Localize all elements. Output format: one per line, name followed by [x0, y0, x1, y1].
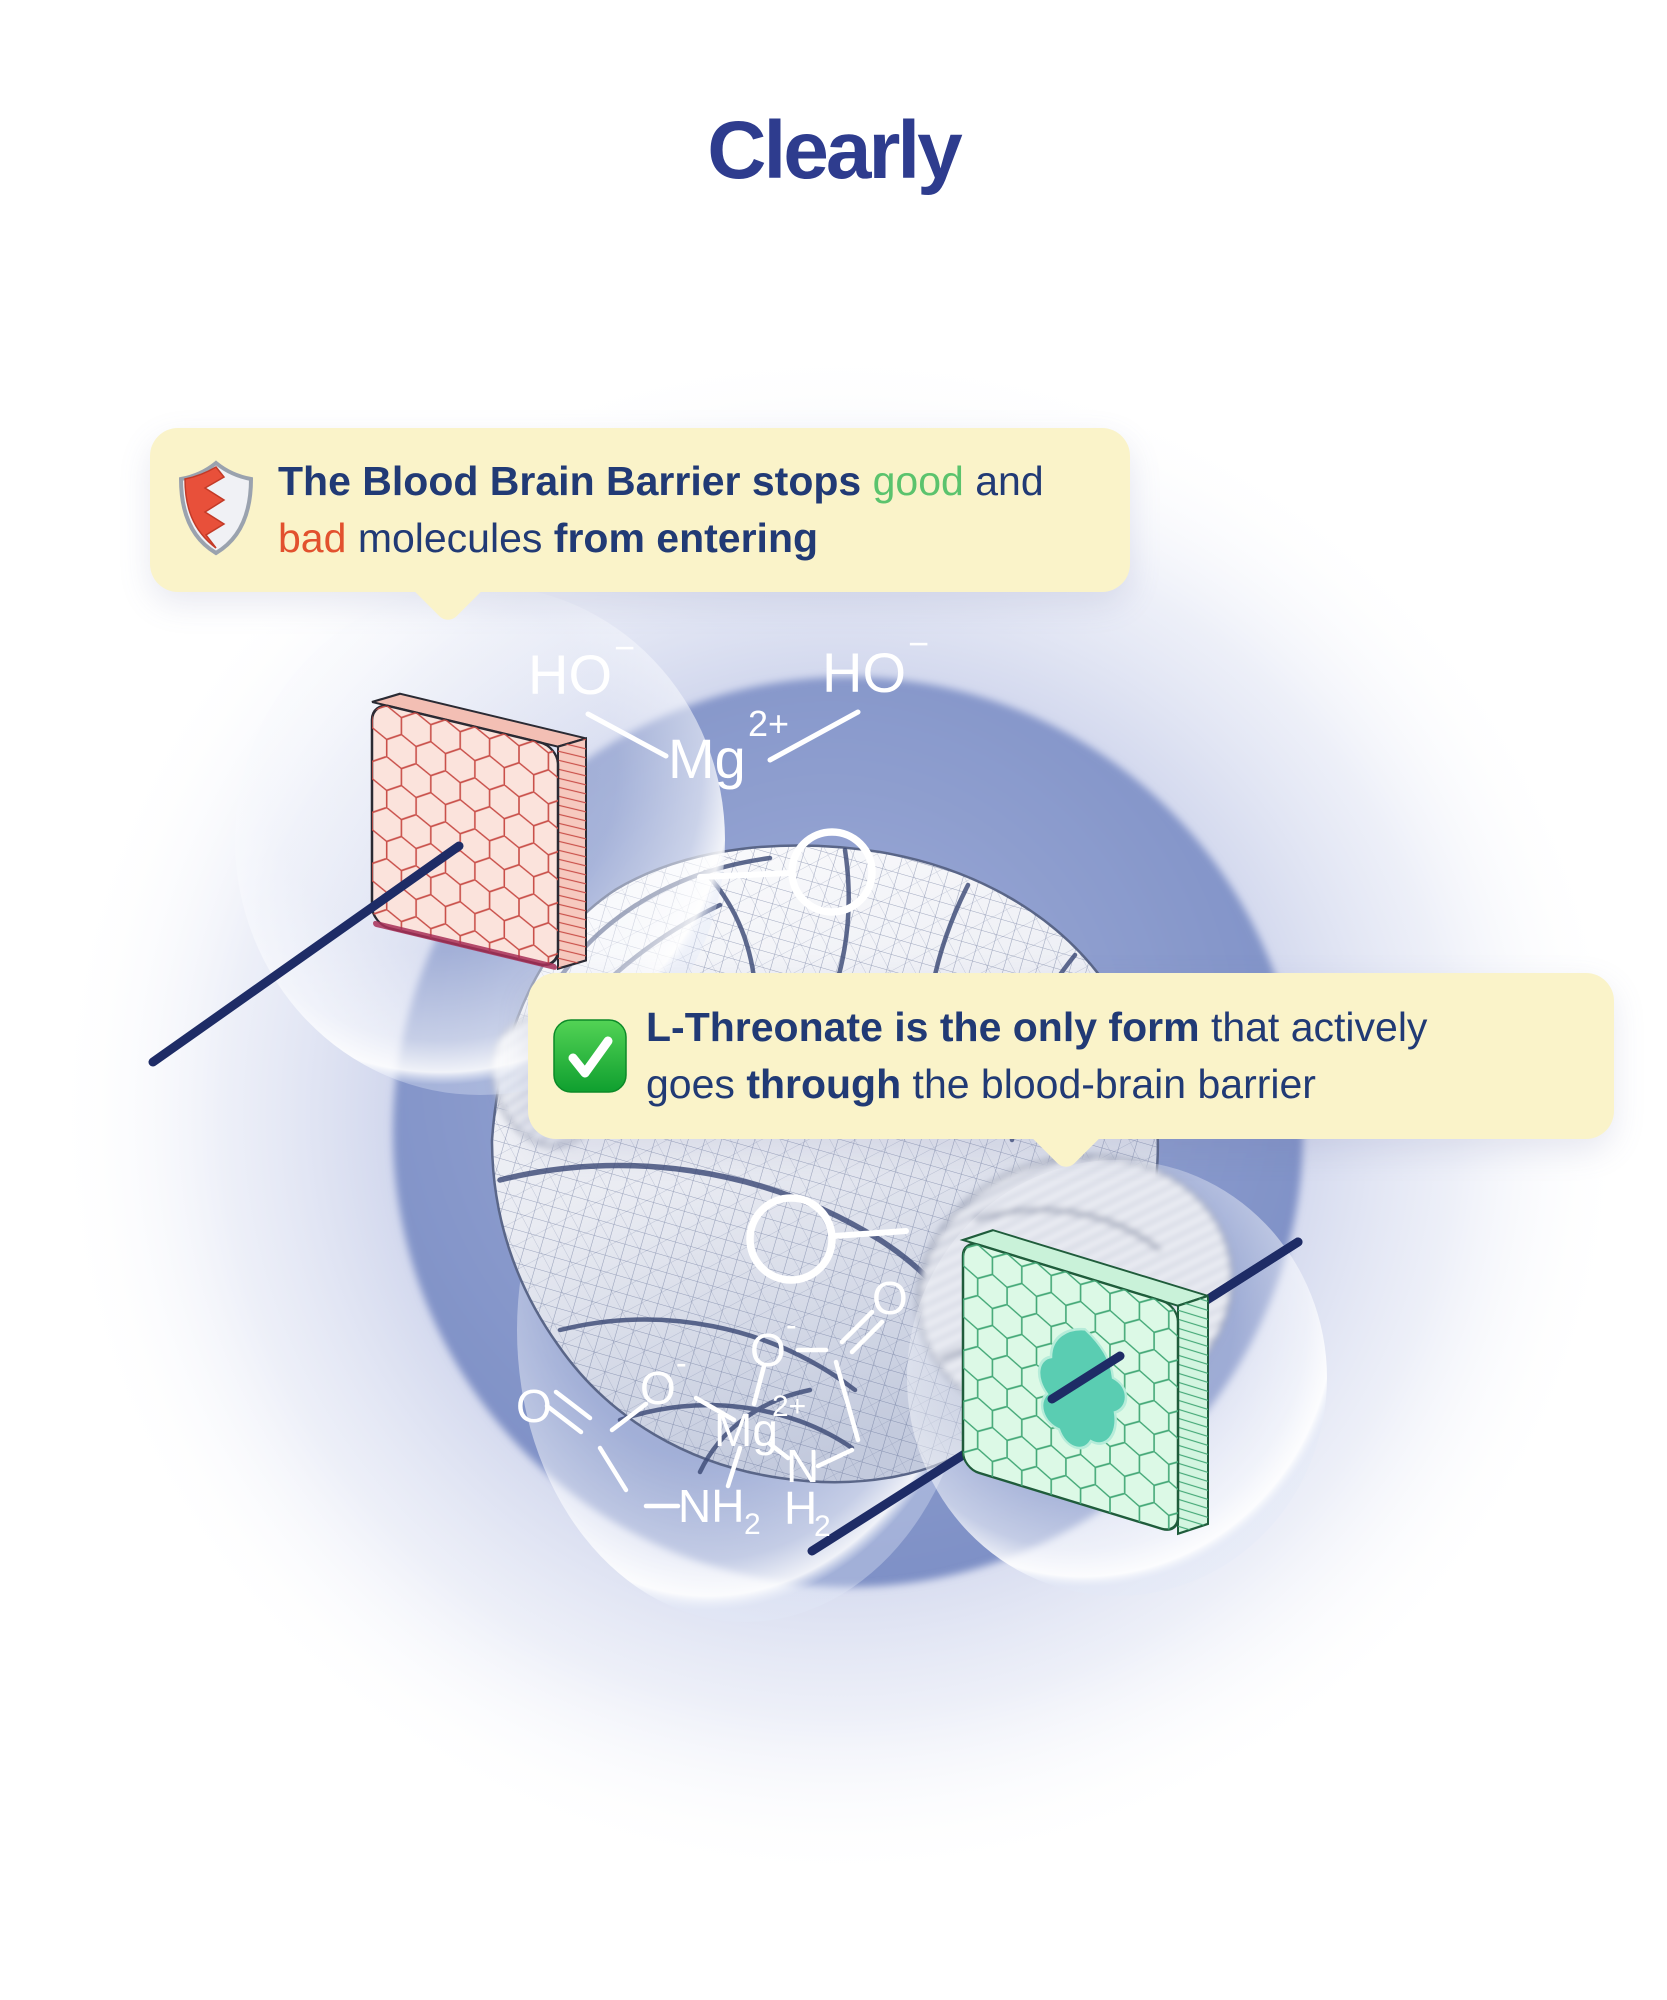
callout-barrier-text: The Blood Brain Barrier stops good and ba…: [278, 453, 1118, 567]
through-molecule-line-top: [1208, 1237, 1303, 1301]
magnesium-charge: 2+: [748, 703, 789, 744]
sub-2b: 2: [814, 1510, 831, 1543]
callout-threonate-text: L-Threonate is the only form that active…: [646, 999, 1586, 1113]
atom-H2: H: [784, 1482, 817, 1534]
magnifier-markers: [697, 828, 909, 1284]
atom-N: N: [786, 1440, 819, 1492]
callout-barrier: The Blood Brain Barrier stops good and ba…: [150, 428, 1130, 625]
brand-logo: Clearly: [707, 105, 963, 196]
magnesium-label: Mg: [668, 727, 746, 790]
charge-minus-1: -: [676, 1345, 687, 1381]
text-segment: and: [963, 458, 1044, 504]
text-segment: bad: [278, 515, 347, 561]
charge-minus-2: -: [786, 1307, 797, 1343]
ion-bond-lines: [585, 709, 861, 763]
atom-O-carboxylate1: O: [640, 1362, 676, 1414]
text-segment: goes: [646, 1061, 747, 1107]
atom-O-carboxylate2: O: [750, 1324, 786, 1376]
barrier-hole: [1038, 1327, 1128, 1450]
molecule-structure: O O - O - Mg 2+ NH 2 N H 2 O: [516, 1272, 908, 1543]
text-segment: L-Threonate is the only form: [646, 1004, 1200, 1050]
hydroxide-right-charge: −: [908, 623, 929, 664]
magnifier-circle-bottom: [746, 1194, 836, 1284]
text-segment: The Blood Brain Barrier stops: [278, 458, 873, 504]
check-icon: [552, 1018, 628, 1094]
text-segment: the blood-brain barrier: [901, 1061, 1316, 1107]
text-segment: good: [872, 458, 964, 504]
magnifier-line-top: [697, 870, 793, 880]
atom-O-left: O: [516, 1380, 552, 1432]
atom-NH2: NH: [678, 1480, 744, 1532]
magnifier-line-bottom: [831, 1228, 909, 1239]
hydroxide-left-label: HO: [528, 643, 612, 706]
ion-label-group: HO − HO − Mg 2+: [528, 623, 929, 790]
charge-mg: 2+: [772, 1390, 806, 1423]
hydroxide-right-label: HO: [822, 641, 906, 704]
sub-2a: 2: [744, 1508, 761, 1541]
text-segment: through: [746, 1061, 902, 1107]
molecule-labels: O O - O - Mg 2+ NH 2 N H 2 O: [516, 1272, 908, 1543]
atom-O-top: O: [872, 1272, 908, 1324]
blocked-molecule-line: [148, 841, 464, 1067]
barrier-slab-blocked: [370, 692, 587, 971]
through-molecule-line-hole: [1047, 1351, 1125, 1404]
text-segment: molecules: [346, 515, 554, 561]
shield-icon: [176, 460, 256, 556]
callout-threonate: L-Threonate is the only form that active…: [528, 973, 1614, 1172]
text-segment: from entering: [553, 515, 819, 561]
hydroxide-left-charge: −: [614, 627, 635, 668]
atom-Mg: Mg: [714, 1404, 778, 1456]
text-segment: that actively: [1199, 1004, 1428, 1050]
molecule-bonds: [544, 1309, 885, 1509]
